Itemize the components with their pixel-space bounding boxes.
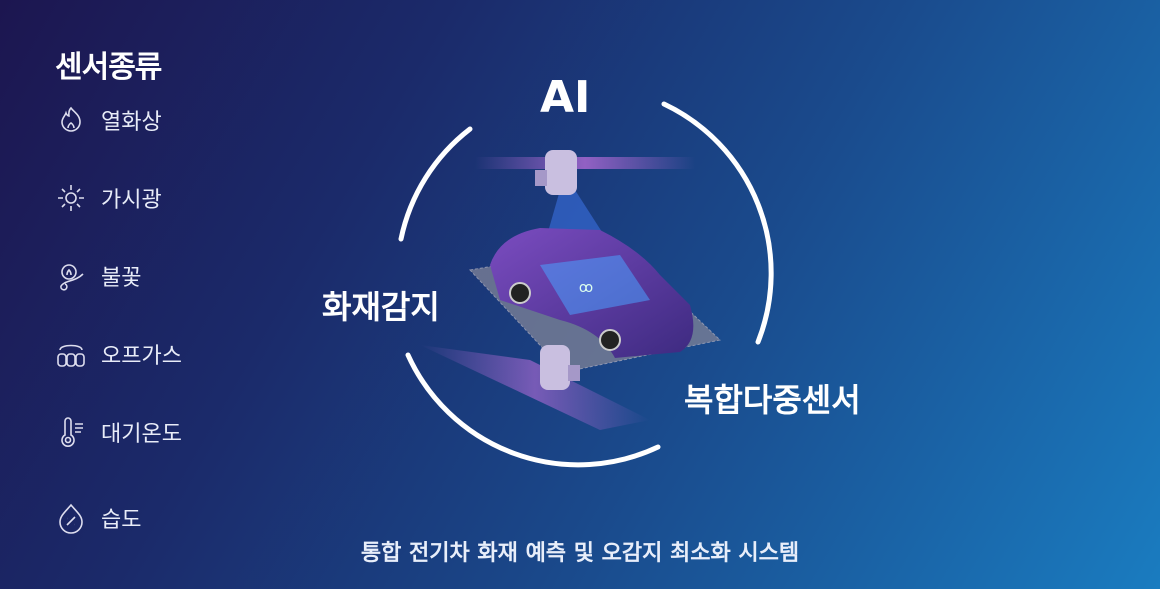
humidity-icon — [59, 503, 83, 534]
sensor-type-list: 센서종류 열화상 가시광 불꽃 오프가스 대기온도 습도 — [55, 42, 182, 534]
car-platform: ꝏ — [420, 228, 722, 430]
flame-icon — [60, 264, 84, 291]
system-caption: 통합 전기차 화재 예측 및 오감지 최소화 시스템 — [360, 541, 800, 566]
sensor-item-flame: 불꽃 — [55, 260, 141, 292]
multi-sensor-label: 복합다중센서 — [684, 381, 861, 419]
sensor-label: 가시광 — [101, 188, 162, 213]
sensor-label: 불꽃 — [101, 266, 142, 291]
thermometer-icon — [61, 417, 83, 447]
fire-icon — [61, 106, 81, 132]
sun-icon — [58, 185, 84, 211]
bottom-camera — [540, 345, 580, 390]
arc-bottom — [405, 352, 661, 468]
svg-text:ꝏ: ꝏ — [579, 280, 593, 296]
fire-detection-label: 화재감지 — [322, 288, 440, 326]
sensor-label: 열화상 — [101, 110, 162, 135]
sensor-item-visible-light: 가시광 — [55, 182, 162, 214]
arc-left — [398, 126, 473, 242]
ai-label: AI — [540, 72, 591, 123]
sidebar-title: 센서종류 — [55, 50, 162, 85]
sensor-label: 대기온도 — [101, 422, 182, 447]
sensor-label: 오프가스 — [101, 344, 182, 369]
sensor-label: 습도 — [101, 508, 142, 533]
sensor-item-humidity: 습도 — [55, 502, 141, 534]
sensor-item-air-temperature: 대기온도 — [55, 416, 182, 448]
sensor-item-off-gas: 오프가스 — [55, 338, 182, 370]
ring-arcs — [398, 101, 774, 468]
sensor-item-thermal: 열화상 — [55, 104, 162, 136]
battery-gas-icon — [57, 344, 85, 367]
arc-top-right — [661, 101, 774, 345]
